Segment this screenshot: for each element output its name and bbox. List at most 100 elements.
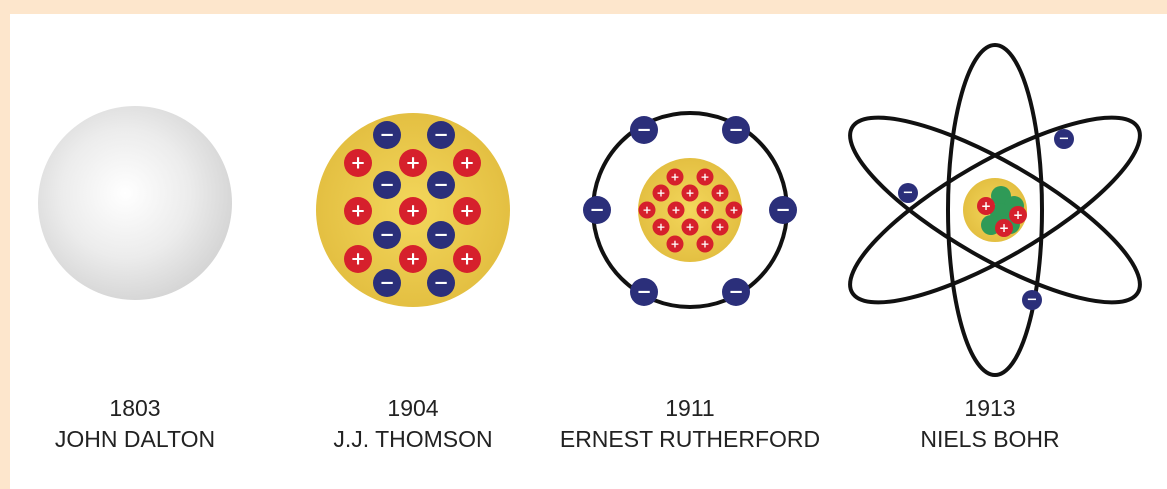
dalton-name: JOHN DALTON: [0, 424, 285, 455]
minus-sign-icon: −: [589, 200, 604, 221]
plus-sign-icon: +: [700, 171, 709, 184]
thomson-electron: −: [373, 269, 401, 297]
plus-sign-icon: +: [671, 204, 680, 217]
plus-sign-icon: +: [685, 187, 694, 200]
plus-sign-icon: +: [642, 204, 651, 217]
minus-sign-icon: −: [379, 125, 394, 146]
thomson-proton: +: [344, 149, 372, 177]
bohr-proton: +: [1009, 206, 1027, 224]
thomson-proton: +: [453, 149, 481, 177]
plus-sign-icon: +: [405, 249, 420, 270]
rutherford-model: ++++++++++++++ −−−−−−: [583, 113, 797, 307]
rutherford-proton: +: [653, 185, 670, 202]
minus-sign-icon: −: [728, 120, 743, 141]
minus-sign-icon: −: [433, 273, 448, 294]
rutherford-proton: +: [668, 202, 685, 219]
plus-sign-icon: +: [656, 221, 665, 234]
minus-sign-icon: −: [433, 175, 448, 196]
plus-sign-icon: +: [350, 153, 365, 174]
plus-sign-icon: +: [729, 204, 738, 217]
plus-sign-icon: +: [700, 204, 709, 217]
rutherford-proton: +: [682, 219, 699, 236]
thomson-electron: −: [373, 221, 401, 249]
rutherford-proton: +: [639, 202, 656, 219]
thomson-proton: +: [453, 197, 481, 225]
thomson-proton: +: [344, 197, 372, 225]
plus-sign-icon: +: [700, 238, 709, 251]
minus-sign-icon: −: [636, 282, 651, 303]
thomson-year: 1904: [263, 393, 563, 424]
bohr-year: 1913: [840, 393, 1140, 424]
minus-sign-icon: −: [728, 282, 743, 303]
bohr-name: NIELS BOHR: [840, 424, 1140, 455]
minus-sign-icon: −: [636, 120, 651, 141]
dalton-year: 1803: [0, 393, 285, 424]
rutherford-electron: −: [630, 278, 658, 306]
rutherford-electron: −: [583, 196, 611, 224]
plus-sign-icon: +: [999, 221, 1009, 235]
minus-sign-icon: −: [379, 273, 394, 294]
plus-sign-icon: +: [1013, 208, 1023, 222]
rutherford-proton: +: [697, 202, 714, 219]
dalton-caption: 1803 JOHN DALTON: [0, 393, 285, 455]
plus-sign-icon: +: [459, 153, 474, 174]
rutherford-electron: −: [722, 278, 750, 306]
plus-sign-icon: +: [981, 199, 991, 213]
rutherford-electron: −: [630, 116, 658, 144]
minus-sign-icon: −: [1027, 293, 1038, 308]
plus-sign-icon: +: [685, 221, 694, 234]
thomson-electron: −: [427, 269, 455, 297]
bohr-electron: −: [1022, 290, 1042, 310]
plus-sign-icon: +: [459, 249, 474, 270]
rutherford-proton: +: [726, 202, 743, 219]
bohr-proton: +: [977, 197, 995, 215]
rutherford-year: 1911: [540, 393, 840, 424]
plus-sign-icon: +: [715, 187, 724, 200]
minus-sign-icon: −: [903, 186, 914, 201]
thomson-electron: −: [427, 121, 455, 149]
plus-sign-icon: +: [405, 201, 420, 222]
minus-sign-icon: −: [379, 175, 394, 196]
dalton-solid-sphere: [38, 106, 232, 300]
thomson-electron: −: [427, 171, 455, 199]
thomson-proton: +: [344, 245, 372, 273]
dalton-model: [38, 106, 232, 300]
thomson-electron: −: [373, 121, 401, 149]
rutherford-proton: +: [667, 169, 684, 186]
bohr-electron: −: [898, 183, 918, 203]
rutherford-proton: +: [712, 185, 729, 202]
plus-sign-icon: +: [459, 201, 474, 222]
rutherford-proton: +: [697, 169, 714, 186]
rutherford-proton: +: [653, 219, 670, 236]
plus-sign-icon: +: [405, 153, 420, 174]
rutherford-electron: −: [722, 116, 750, 144]
rutherford-proton: +: [697, 236, 714, 253]
bohr-proton: +: [995, 219, 1013, 237]
bohr-model: + + + − − −: [828, 45, 1162, 375]
rutherford-proton: +: [667, 236, 684, 253]
thomson-electron: −: [427, 221, 455, 249]
plus-sign-icon: +: [350, 201, 365, 222]
minus-sign-icon: −: [433, 225, 448, 246]
minus-sign-icon: −: [775, 200, 790, 221]
rutherford-name: ERNEST RUTHERFORD: [540, 424, 840, 455]
rutherford-caption: 1911 ERNEST RUTHERFORD: [540, 393, 840, 455]
minus-sign-icon: −: [379, 225, 394, 246]
thomson-model: −−+++−−+++−−+++−−: [316, 113, 510, 307]
thomson-proton: +: [399, 197, 427, 225]
minus-sign-icon: −: [1059, 132, 1070, 147]
thomson-proton: +: [399, 245, 427, 273]
bohr-electron: −: [1054, 129, 1074, 149]
thomson-proton: +: [399, 149, 427, 177]
plus-sign-icon: +: [670, 238, 679, 251]
thomson-name: J.J. THOMSON: [263, 424, 563, 455]
minus-sign-icon: −: [433, 125, 448, 146]
plus-sign-icon: +: [670, 171, 679, 184]
rutherford-electron: −: [769, 196, 797, 224]
plus-sign-icon: +: [656, 187, 665, 200]
plus-sign-icon: +: [350, 249, 365, 270]
thomson-electron: −: [373, 171, 401, 199]
bohr-caption: 1913 NIELS BOHR: [840, 393, 1140, 455]
rutherford-proton: +: [712, 219, 729, 236]
rutherford-proton: +: [682, 185, 699, 202]
